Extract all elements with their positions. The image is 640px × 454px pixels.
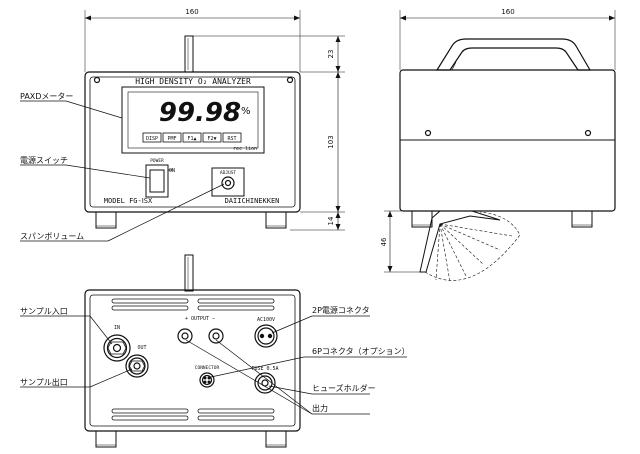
- callout-2p-connector: 2P電源コネクタ: [312, 306, 370, 315]
- dim-tilt-height: 46: [380, 237, 388, 246]
- connector-6p[interactable]: [199, 372, 215, 388]
- power-switch[interactable]: [145, 164, 169, 198]
- dim-handle-height: 23: [327, 50, 335, 59]
- front-foot-right: [265, 211, 287, 229]
- dim-body-height: 103: [327, 135, 335, 148]
- output-label: + OUTPUT −: [185, 316, 215, 322]
- power-label: POWER: [150, 158, 164, 164]
- callout-6p-connector: 6Pコネクタ（オプション）: [312, 347, 410, 356]
- front-title: HIGH DENSITY O₂ ANALYZER: [135, 77, 251, 86]
- meter-button-label-4: RST: [227, 136, 236, 142]
- meter-button-1[interactable]: [162, 132, 182, 143]
- tilt-stand: [419, 210, 501, 273]
- meter-small-text: rec lion: [233, 146, 257, 152]
- callout-output: 出力: [312, 403, 328, 413]
- dim-foot-height: 14: [327, 216, 335, 225]
- callout-span-volume: スパンボリューム: [20, 232, 84, 241]
- callout-paxd-meter: PAXDメーター: [20, 92, 73, 101]
- front-view: [84, 10, 345, 231]
- meter-unit: %: [241, 106, 251, 117]
- side-body: [399, 69, 616, 212]
- meter-button-4[interactable]: [222, 132, 242, 143]
- model-label: MODEL FG-ⅠSX: [104, 197, 153, 205]
- adjust-knob[interactable]: [221, 176, 235, 190]
- callout-sample-in: サンプル入口: [20, 307, 68, 316]
- connector-label: CONNECTOR: [195, 365, 220, 371]
- sample-out-port[interactable]: [125, 354, 149, 378]
- ac-label: AC100V: [257, 317, 275, 323]
- callout-sample-out: サンプル出口: [20, 377, 68, 387]
- fuse-label: FUSE 0.5A: [251, 366, 278, 372]
- out-label: OUT: [137, 345, 146, 351]
- paxd-meter: [121, 86, 265, 154]
- ac-power-connector[interactable]: [254, 324, 278, 348]
- meter-button-3[interactable]: [202, 132, 222, 143]
- rear-body: [84, 289, 301, 432]
- output-terminals[interactable]: [177, 328, 224, 344]
- on-label: ON: [169, 168, 175, 174]
- meter-button-label-1: PMF: [167, 136, 176, 142]
- adjust-label: ADJUST: [220, 170, 237, 176]
- front-handle: [184, 35, 194, 73]
- sample-in-port[interactable]: [103, 334, 131, 362]
- meter-button-label-2: F1▲: [187, 136, 196, 142]
- maker-label: DAIICHINEKKEN: [225, 197, 280, 205]
- callout-power-switch: 電源スイッチ: [20, 156, 68, 165]
- leader-lines: [20, 100, 407, 415]
- callout-fuse-holder: ヒューズホルダー: [312, 383, 376, 393]
- in-label: IN: [114, 325, 120, 331]
- dim-side-width: 160: [501, 8, 514, 16]
- front-body: [84, 71, 301, 213]
- dim-front-width: 160: [185, 8, 198, 16]
- front-foot-left: [95, 211, 117, 229]
- meter-button-label-3: F2▼: [207, 136, 216, 142]
- side-handle: [435, 38, 592, 71]
- meter-button-label-0: DISP: [146, 136, 158, 142]
- meter-reading: 99.98: [159, 98, 241, 128]
- adjust-plate: [211, 167, 245, 197]
- rear-view: [84, 254, 301, 448]
- side-view: [384, 10, 616, 283]
- meter-button-2[interactable]: [182, 132, 202, 143]
- meter-button-0[interactable]: [142, 132, 162, 143]
